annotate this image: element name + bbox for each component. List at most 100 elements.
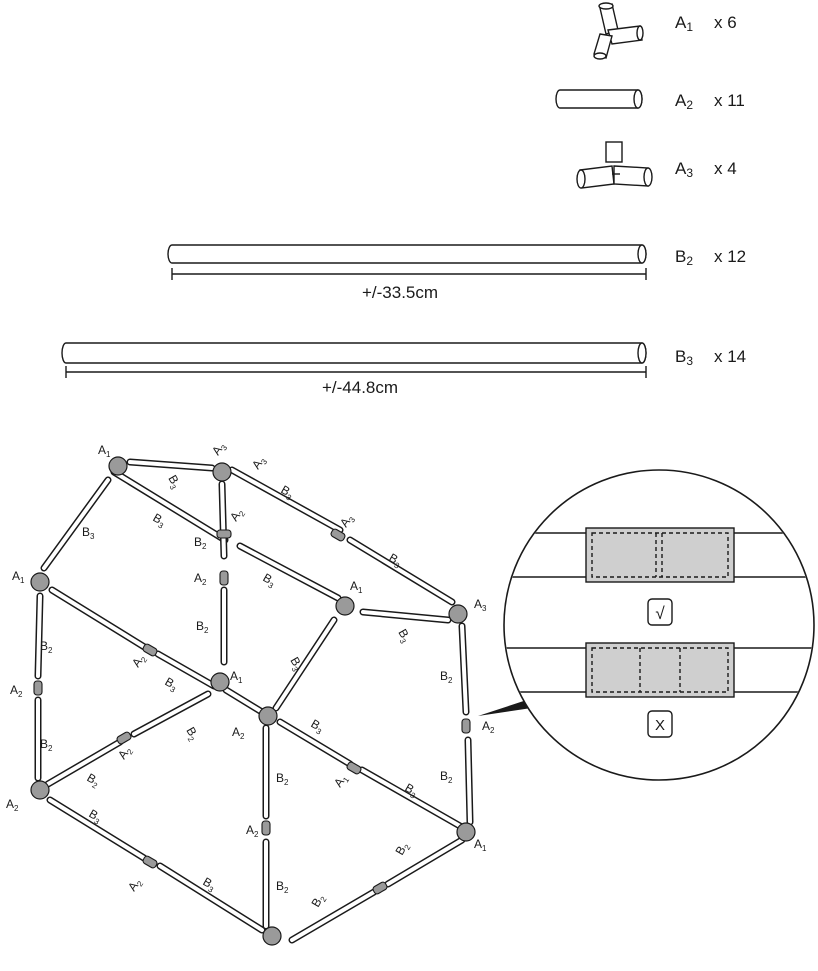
frame-coupler [33, 680, 43, 696]
frame-label-sub: 3 [92, 817, 101, 827]
frame-label-sub: 3 [347, 515, 357, 524]
frame-label-letter: B [276, 771, 284, 785]
frame-coupler [372, 881, 388, 895]
frame-coupler [219, 570, 229, 586]
frame-label-sub: 2 [186, 735, 196, 744]
frame-label: A2 [227, 505, 248, 525]
frame-label: B3 [164, 473, 184, 492]
frame-coupler [116, 731, 132, 745]
frame-tube-core [361, 610, 450, 622]
frame-label: A2 [129, 651, 150, 671]
frame-label-sub: 2 [448, 676, 453, 685]
frame-label-sub: 3 [284, 493, 293, 503]
frame-label-letter: A [474, 597, 482, 611]
frame-label-letter: B [194, 535, 202, 549]
incorrect-mark: X [655, 717, 665, 734]
b2-dimension-line [171, 268, 647, 280]
frame-label-sub: 3 [259, 457, 269, 466]
frame-tube-core [230, 468, 342, 532]
frame-label-sub: 3 [290, 665, 300, 674]
frame-label-sub: 2 [490, 726, 495, 735]
frame-label-letter: B [40, 639, 48, 653]
b3-dimension-line [65, 366, 647, 378]
frame-label-sub: 2 [254, 830, 259, 839]
frame-label: B3 [260, 570, 279, 590]
frame-connectors [30, 456, 476, 946]
correct-mark: √ [655, 604, 665, 623]
frame-connector [30, 572, 50, 592]
frame-label-letter: A [350, 579, 358, 593]
t-connector-icon [576, 141, 653, 189]
frame-label-sub: 2 [237, 509, 247, 518]
frame-label: A2 [194, 571, 207, 587]
frame-label: B3 [162, 674, 181, 694]
frame-label-letter: A [482, 719, 490, 733]
frame-coupler [142, 643, 158, 657]
frame-label-letter: A [98, 443, 106, 457]
incorrect-joint-sleeve [585, 642, 735, 698]
frame-label-sub: 3 [408, 791, 417, 801]
frame-label: B3 [394, 627, 414, 646]
frame-label: B2 [276, 771, 289, 787]
frame-label: B2 [308, 891, 328, 910]
frame-connector [30, 780, 50, 800]
frame-label-letter: A [246, 823, 254, 837]
frame-tube-core [36, 594, 42, 678]
frame-label-sub: 3 [392, 561, 401, 571]
coupler-fit-inset: √ X [478, 469, 815, 781]
frame-label: A2 [125, 875, 146, 895]
frame-label-letter: B [40, 737, 48, 751]
frame-label: B3 [308, 716, 327, 736]
frame-label: A1 [12, 569, 25, 585]
frame-label-sub: 2 [319, 895, 329, 904]
frame-coupler [330, 528, 346, 542]
frame-tube-core [466, 738, 472, 824]
frame-tube-core [278, 720, 352, 766]
frame-label: A2 [6, 797, 19, 813]
part-name-b3: B3 [675, 347, 693, 368]
frame-connector [262, 926, 282, 946]
frame-coupler [461, 718, 471, 734]
frame-connector [448, 604, 468, 624]
frame-label: A1 [331, 771, 352, 791]
three-way-corner-connector-icon [593, 2, 644, 60]
frame-tube-core [128, 460, 214, 470]
frame-tube-core [46, 740, 122, 786]
frame-label-sub: 3 [398, 637, 408, 646]
frame-label: A1 [230, 669, 243, 685]
frame-label-sub: 1 [358, 586, 363, 595]
frame-coupler [142, 855, 158, 869]
frame-label-letter: A [230, 669, 238, 683]
frame-coupler [346, 761, 362, 775]
frame-label-sub: 2 [139, 655, 149, 664]
frame-label-letter: A [6, 797, 14, 811]
part-name-a2: A2 [675, 91, 693, 112]
frame-label-sub: 3 [156, 521, 165, 531]
frame-connector [210, 672, 230, 692]
frame-label: A3 [209, 439, 230, 459]
frame-label-sub: 3 [168, 685, 177, 695]
frame-label-sub: 1 [482, 844, 487, 853]
frame-label: B2 [440, 669, 453, 685]
frame-label: A2 [482, 719, 495, 735]
frame-label-sub: 3 [266, 581, 275, 591]
frame-label: B2 [392, 839, 412, 858]
part-qty-a2: x 11 [714, 91, 745, 110]
frame-label-sub: 1 [106, 450, 111, 459]
part-qty-a3: x 4 [714, 159, 737, 178]
frame-tube-core [156, 652, 216, 688]
frame-tube-core [460, 624, 468, 714]
frame-label-sub: 2 [284, 886, 289, 895]
frame-label-sub: 2 [90, 781, 99, 791]
frame-label: A3 [474, 597, 487, 613]
frame-label: B2 [40, 639, 53, 655]
frame-label-sub: 1 [238, 676, 243, 685]
frame-coupler [261, 820, 271, 836]
frame-tube-core [360, 768, 462, 828]
frame-tube-core [42, 478, 110, 570]
frame-label-sub: 2 [448, 776, 453, 785]
frame-label: A1 [474, 837, 487, 853]
frame-label: B2 [440, 769, 453, 785]
